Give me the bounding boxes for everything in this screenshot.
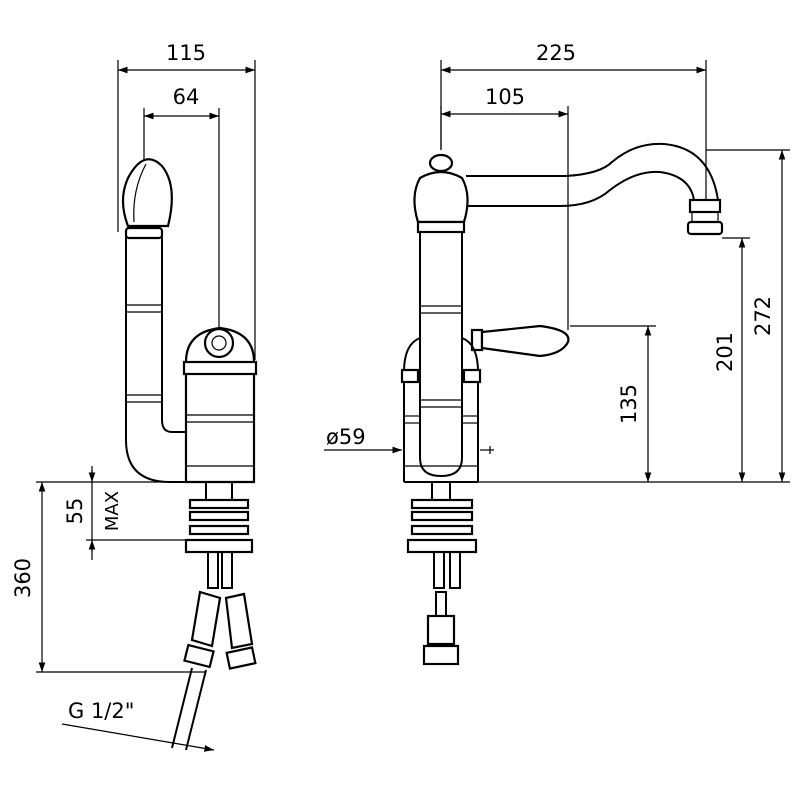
dim-360: 360 [11, 558, 35, 598]
side-view-dimensions: 115 64 55 MAX 360 G 1/2" [11, 41, 256, 752]
dim-max-label: MAX [102, 491, 123, 531]
dim-55: 55 [63, 498, 87, 525]
front-view [400, 142, 724, 666]
dim-135: 135 [617, 384, 641, 424]
dim-272: 272 [751, 296, 775, 336]
dim-64: 64 [173, 85, 200, 109]
dim-diameter-59: ø59 [326, 425, 366, 449]
dim-225: 225 [536, 41, 576, 65]
dim-201: 201 [713, 332, 737, 372]
dim-115: 115 [166, 41, 206, 65]
dim-g-thread: G 1/2" [68, 699, 134, 723]
front-view-dimensions: 225 105 135 201 272 ø59 [324, 41, 790, 483]
dim-105: 105 [485, 85, 525, 109]
side-view [121, 158, 258, 751]
